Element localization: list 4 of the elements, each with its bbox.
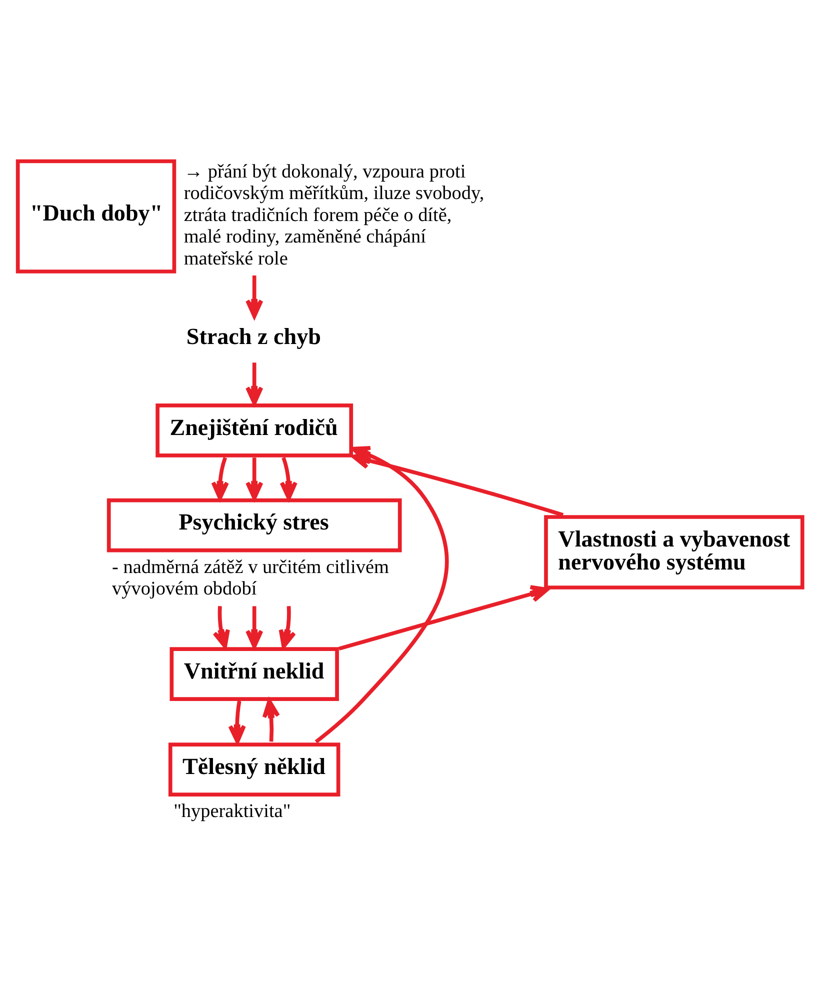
node-label: - nadměrná zátěž v určitém citlivém vývojovém období <box>112 556 389 600</box>
node-text: Strach z chyb <box>186 322 321 349</box>
node-label: → přání být dokonalý, vzpoura proti rodičovským měřítkům, iluze svobody, ztráta tradičních forem péče o dítě, malé rodiny, zaměněné chápání mateřské role <box>184 161 484 270</box>
node-label: "hyperaktivita" <box>174 800 291 822</box>
